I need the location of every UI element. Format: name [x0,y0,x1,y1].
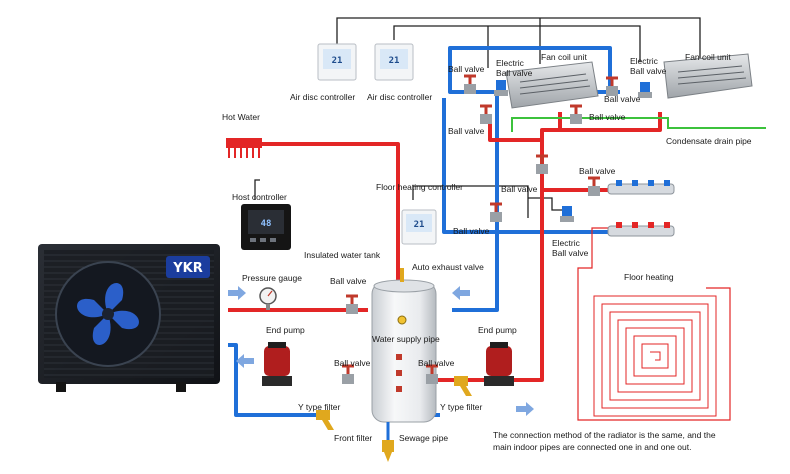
floor-heating-coil [593,295,717,417]
radiator-note-line-1: The connection method of the radiator is… [493,430,716,440]
ball-valve-icon [490,202,502,222]
fan-coil-unit-2 [663,53,753,99]
ball-valve-icon [464,74,476,94]
fan-coil-unit-1 [505,61,599,109]
radiator-note-line-2: main indoor pipes are connected one in a… [493,442,691,452]
pressure-gauge-icon [259,287,277,310]
ball-valve-icon [346,294,358,314]
label-ball-valve-manifold: Ball valve [579,166,616,176]
svg-text:21: 21 [414,220,425,230]
label-y-filter-left: Y type filter [298,402,341,412]
label-ball-valve-mid: Ball valve [453,226,490,236]
end-pump-left [262,342,292,386]
label-electric-ball-valve-fc2-l2: Ball valve [630,66,667,76]
label-air-disc-controller-2: Air disc controller [367,92,432,102]
host-controller: 48 [241,204,291,250]
label-ball-valve-fc2-top: Ball valve [604,94,641,104]
label-ball-valve-fc1-bottom: Ball valve [448,126,485,136]
label-ball-valve-fc1-top: Ball valve [448,64,485,74]
label-ball-valve-riser: Ball valve [501,184,538,194]
ball-valve-icon [426,364,438,384]
y-filter-right-icon [454,376,472,396]
insulated-water-tank [371,268,437,423]
label-electric-ball-valve-floor-l2: Ball valve [552,248,589,258]
condensate-drain-pipe [511,117,766,132]
electric-ball-valve-icon [560,206,574,222]
floor-heating-feed [577,227,731,421]
label-floor-heating: Floor heating [624,272,674,282]
label-ball-valve-right-lower: Ball valve [418,358,455,368]
label-water-supply-pipe: Water supply pipe [372,334,440,344]
label-ball-valve-fc2-bottom: Ball valve [589,112,626,122]
y-filter-left-icon [316,410,334,430]
label-sewage-pipe: Sewage pipe [399,433,448,443]
label-floor-heating-controller: Floor heating controller [376,182,463,192]
label-electric-ball-valve-fc2-l1: Electric [630,56,659,66]
ball-valve-icon [606,76,618,96]
label-ball-valve-tank-top: Ball valve [330,276,367,286]
ball-valves [342,74,652,384]
hot-water-outlet [226,138,262,158]
svg-text:48: 48 [261,219,272,229]
label-condensate-drain-pipe: Condensate drain pipe [666,136,752,146]
svg-text:21: 21 [389,56,400,66]
label-hot-water: Hot Water [222,112,260,122]
heat-pump-unit: YKR [38,244,220,392]
brand-logo: YKR [172,261,203,276]
air-disc-controller-2: 21 [374,43,414,81]
electric-ball-valve-icon [494,80,508,96]
label-end-pump-right: End pump [478,325,517,335]
brand-badge [166,256,210,278]
air-disc-controller-1: 21 [317,43,357,81]
end-pump-right [484,342,514,386]
ball-valve-icon [342,364,354,384]
label-fan-coil-unit-1: Fan coil unit [541,52,587,62]
front-filter-icon [382,440,394,462]
floor-manifold-bottom [607,222,675,237]
hot-pipes [228,112,662,382]
label-air-disc-controller-1: Air disc controller [290,92,355,102]
label-ball-valve-left-lower: Ball valve [334,358,371,368]
label-electric-ball-valve-floor-l1: Electric [552,238,581,248]
labels: Air disc controller Air disc controller … [222,52,752,452]
label-auto-exhaust-valve: Auto exhaust valve [412,262,484,272]
label-host-controller: Host controller [232,192,287,202]
ball-valve-icon [536,154,548,174]
electric-ball-valve-icon [638,82,652,98]
label-pressure-gauge: Pressure gauge [242,273,302,283]
floor-heating-controller: 21 [401,209,437,245]
floor-manifold-top [607,180,675,195]
label-electric-ball-valve-fc1-l2: Ball valve [496,68,533,78]
label-end-pump-left: End pump [266,325,305,335]
label-front-filter: Front filter [334,433,372,443]
label-fan-coil-unit-2: Fan coil unit [685,52,731,62]
svg-text:21: 21 [332,56,343,66]
flow-arrows [228,286,534,416]
fan-blades-icon [77,283,139,345]
label-y-filter-right: Y type filter [440,402,483,412]
label-electric-ball-valve-fc1-l1: Electric [496,58,525,68]
ball-valve-icon [570,104,582,124]
label-insulated-water-tank: Insulated water tank [304,250,381,260]
ball-valve-icon [588,176,600,196]
ball-valve-icon [480,104,492,124]
